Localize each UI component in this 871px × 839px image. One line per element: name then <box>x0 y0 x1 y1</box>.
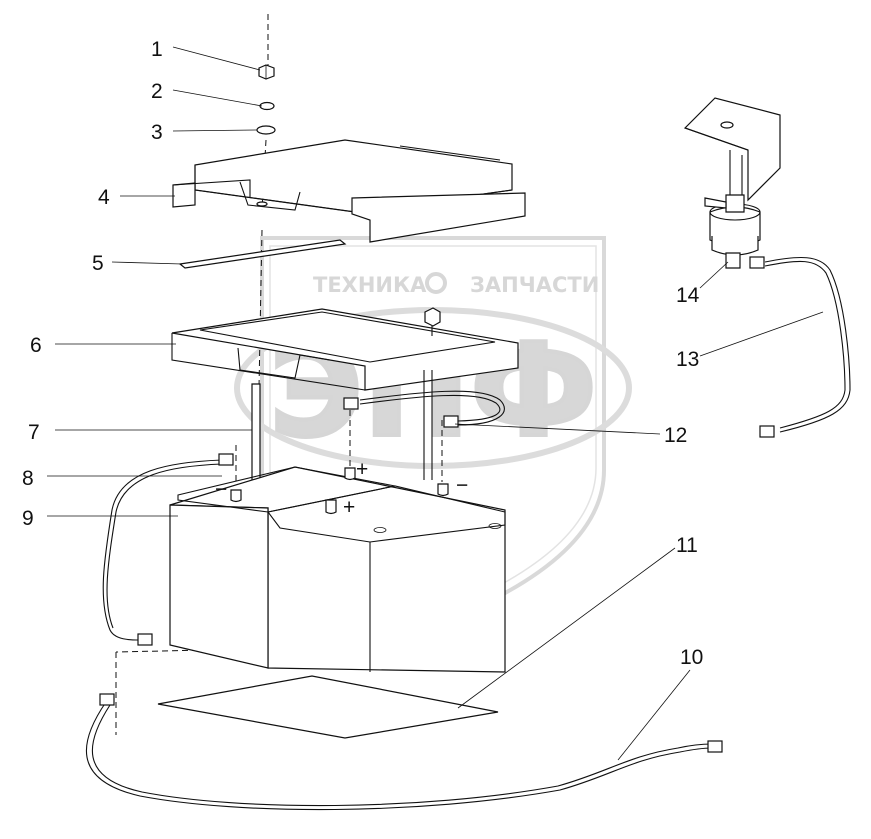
leader-14 <box>699 261 729 289</box>
leader-1 <box>172 46 261 71</box>
part-12-ground-cable <box>343 390 505 428</box>
part-9-batteries: + + − − <box>169 458 506 673</box>
callout-1: 1 <box>151 38 163 61</box>
leader-2 <box>172 89 263 107</box>
callout-3: 3 <box>151 121 163 144</box>
part-2-spring-washer <box>259 101 275 111</box>
callout-2: 2 <box>151 80 163 103</box>
part-4-battery-cover <box>172 139 526 243</box>
callout-13: 13 <box>676 348 699 371</box>
part-3-flat-washer <box>256 125 276 135</box>
callout-10: 10 <box>680 646 703 669</box>
callout-7: 7 <box>28 421 40 444</box>
part-11-rubber-mat <box>157 675 499 739</box>
part-5-gasket-strip <box>178 239 347 269</box>
part-6-battery-frame <box>171 307 519 480</box>
part-13-switch-cable <box>749 256 851 438</box>
leader-3 <box>172 129 258 132</box>
part-8-jumper-cable <box>102 453 234 646</box>
leader-12 <box>454 423 661 435</box>
leader-13 <box>699 311 824 357</box>
terminal-minus-rear: − <box>456 474 468 497</box>
terminal-minus-front: − <box>215 478 227 501</box>
callout-8: 8 <box>22 467 34 490</box>
terminal-plus-rear: + <box>356 458 368 481</box>
leader-lines <box>47 46 824 761</box>
callout-5: 5 <box>92 252 104 275</box>
callout-12: 12 <box>664 424 687 447</box>
callout-9: 9 <box>22 507 34 530</box>
part-14-battery-switch <box>683 97 781 269</box>
callout-14: 14 <box>676 284 700 307</box>
callout-4: 4 <box>98 186 110 209</box>
watermark-text-right: ЗАПЧАСТИ <box>470 273 599 297</box>
callout-labels: 1 2 3 4 5 6 7 8 9 10 11 12 13 14 <box>22 38 703 669</box>
callout-11: 11 <box>676 534 698 557</box>
leader-10 <box>617 669 691 761</box>
terminal-plus-front: + <box>343 496 355 519</box>
callout-6: 6 <box>30 334 42 357</box>
watermark-text-left: ТЕХНИКА <box>313 273 427 297</box>
leader-11 <box>457 547 676 709</box>
watermark-gear-icon <box>425 272 447 294</box>
leader-5 <box>111 261 183 265</box>
part-10-main-cable <box>85 693 723 811</box>
part-1-nut <box>258 64 275 80</box>
